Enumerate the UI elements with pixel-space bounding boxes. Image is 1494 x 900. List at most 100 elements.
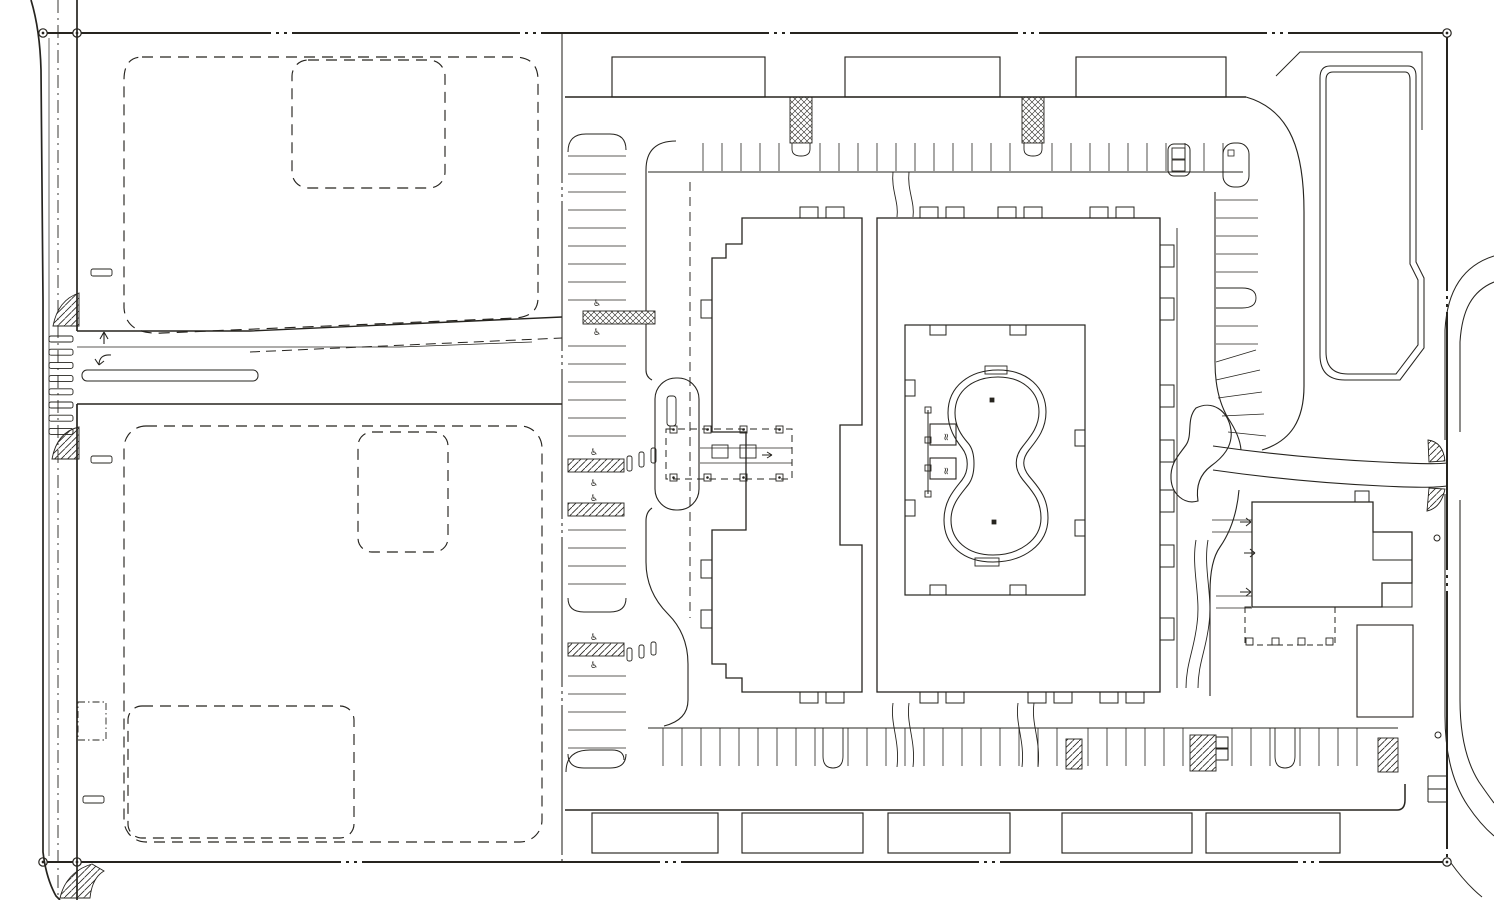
parking-curb [567, 597, 627, 613]
accessible-aisle-hatch [567, 502, 625, 517]
parcel-inner-pad-dashed [291, 59, 446, 189]
wall-post [924, 464, 932, 472]
property-corner-marker [41, 31, 45, 35]
garage-building [591, 812, 719, 854]
porch-bump [1159, 544, 1175, 568]
parking-curb [565, 749, 625, 773]
pedestrian-crossing-hatch [789, 96, 813, 144]
porch-bump [1023, 206, 1043, 219]
canopy-column [778, 428, 781, 431]
future-parcel-north [123, 56, 539, 334]
bollard-stripe [650, 641, 657, 656]
road-edge [1459, 281, 1494, 432]
porch-bump [945, 206, 965, 219]
pedestrian-crossing-hatch [582, 310, 656, 325]
spa-jets-icon: ≈ [940, 467, 951, 475]
external-east-road [1444, 255, 1494, 898]
patio-column [1297, 637, 1306, 646]
canopy-column [706, 428, 709, 431]
west-parking-row: ♿♿♿♿♿♿♿ [567, 133, 691, 769]
porch-bump [700, 609, 713, 629]
canopy-column [706, 476, 709, 479]
entry-parcel-line [249, 337, 563, 353]
turn-arrow-straight [99, 331, 109, 344]
road-edge [1444, 255, 1494, 440]
canopy-outline-dashed [665, 428, 793, 480]
accessible-parking-icon: ♿ [590, 448, 598, 458]
basin-inner [1325, 71, 1419, 375]
porch-bump [1159, 439, 1175, 463]
parking-curb [567, 753, 627, 769]
canopy-column [739, 425, 748, 434]
accessible-aisle-hatch [1189, 734, 1217, 772]
curb-island [822, 728, 844, 769]
pedestrian-crossing-walk [907, 702, 915, 768]
patio-column [1325, 637, 1334, 646]
canopy-column [739, 473, 748, 482]
road-edge [1459, 500, 1494, 804]
pedestrian-crossing-walk [908, 171, 914, 218]
porch-bump [997, 206, 1017, 219]
pool-walk-outer [943, 369, 1049, 563]
canopy-column [672, 476, 675, 479]
exit-north-curb [1212, 445, 1448, 465]
curb-island [1222, 142, 1250, 188]
accessible-parking-icon: ♿ [590, 661, 598, 671]
manhole [1434, 731, 1442, 739]
property-corner-marker [1445, 860, 1449, 864]
courtyard-pool: ≈≈ [924, 365, 1049, 567]
curb-return-hatch [59, 863, 105, 899]
garage-building [1205, 812, 1341, 854]
chimney [1354, 490, 1370, 503]
accessible-aisle-hatch [567, 642, 625, 657]
garage-building [887, 812, 1011, 854]
bollard-stripe [626, 455, 633, 472]
canopy-column [742, 476, 745, 479]
main-building-west [700, 206, 863, 704]
sport-court [1356, 624, 1414, 718]
porch-bump [1159, 617, 1175, 641]
angled-stall-tick [1215, 349, 1257, 363]
door-swing-arrow [1240, 517, 1252, 527]
garage-building [1061, 812, 1193, 854]
main-building-east [876, 206, 1175, 704]
accessible-aisle-hatch [567, 458, 625, 473]
pavement-marking-bar [90, 455, 113, 464]
canopy-column [775, 425, 784, 434]
median-stripe [48, 348, 74, 356]
entry-lane-line [77, 341, 533, 348]
curb-return-hatch [52, 292, 80, 327]
bollard-stripe [638, 451, 645, 468]
accessible-aisle-hatch [1377, 737, 1399, 773]
roadside-easement-pad [77, 701, 107, 741]
entry-planter [711, 444, 729, 459]
porch-bump [1159, 384, 1175, 408]
clubhouse-area [1212, 490, 1442, 739]
canopy-column [672, 428, 675, 431]
pavement-marking-bar [90, 268, 113, 277]
accessible-aisle-hatch [1065, 738, 1083, 770]
turn-arrow-left [94, 354, 112, 366]
entry-canopy [654, 377, 793, 511]
manhole [1433, 534, 1441, 542]
curb-island [1274, 728, 1296, 769]
angled-stall-tick [1217, 391, 1263, 399]
clubhouse-building [1251, 501, 1413, 608]
courtyard-bump [1009, 584, 1027, 596]
porch-bump [799, 691, 819, 704]
drive-curb [645, 507, 689, 727]
patio-column [1271, 637, 1280, 646]
porch-bump [919, 691, 939, 704]
parking-curb [567, 133, 627, 153]
porch-bump [1099, 691, 1119, 704]
road-west-edge [30, 0, 61, 900]
curb-return-hatch [1426, 487, 1446, 512]
drive-curb [1209, 489, 1240, 696]
courtyard-bump [904, 499, 916, 517]
south-lot [565, 702, 1447, 854]
entry-planter [739, 444, 757, 459]
angled-stall-tick [1221, 413, 1265, 417]
curb-island-mark [1227, 149, 1235, 157]
clubhouse-wing-line [1372, 532, 1412, 561]
spa-jets-icon: ≈ [940, 433, 951, 441]
